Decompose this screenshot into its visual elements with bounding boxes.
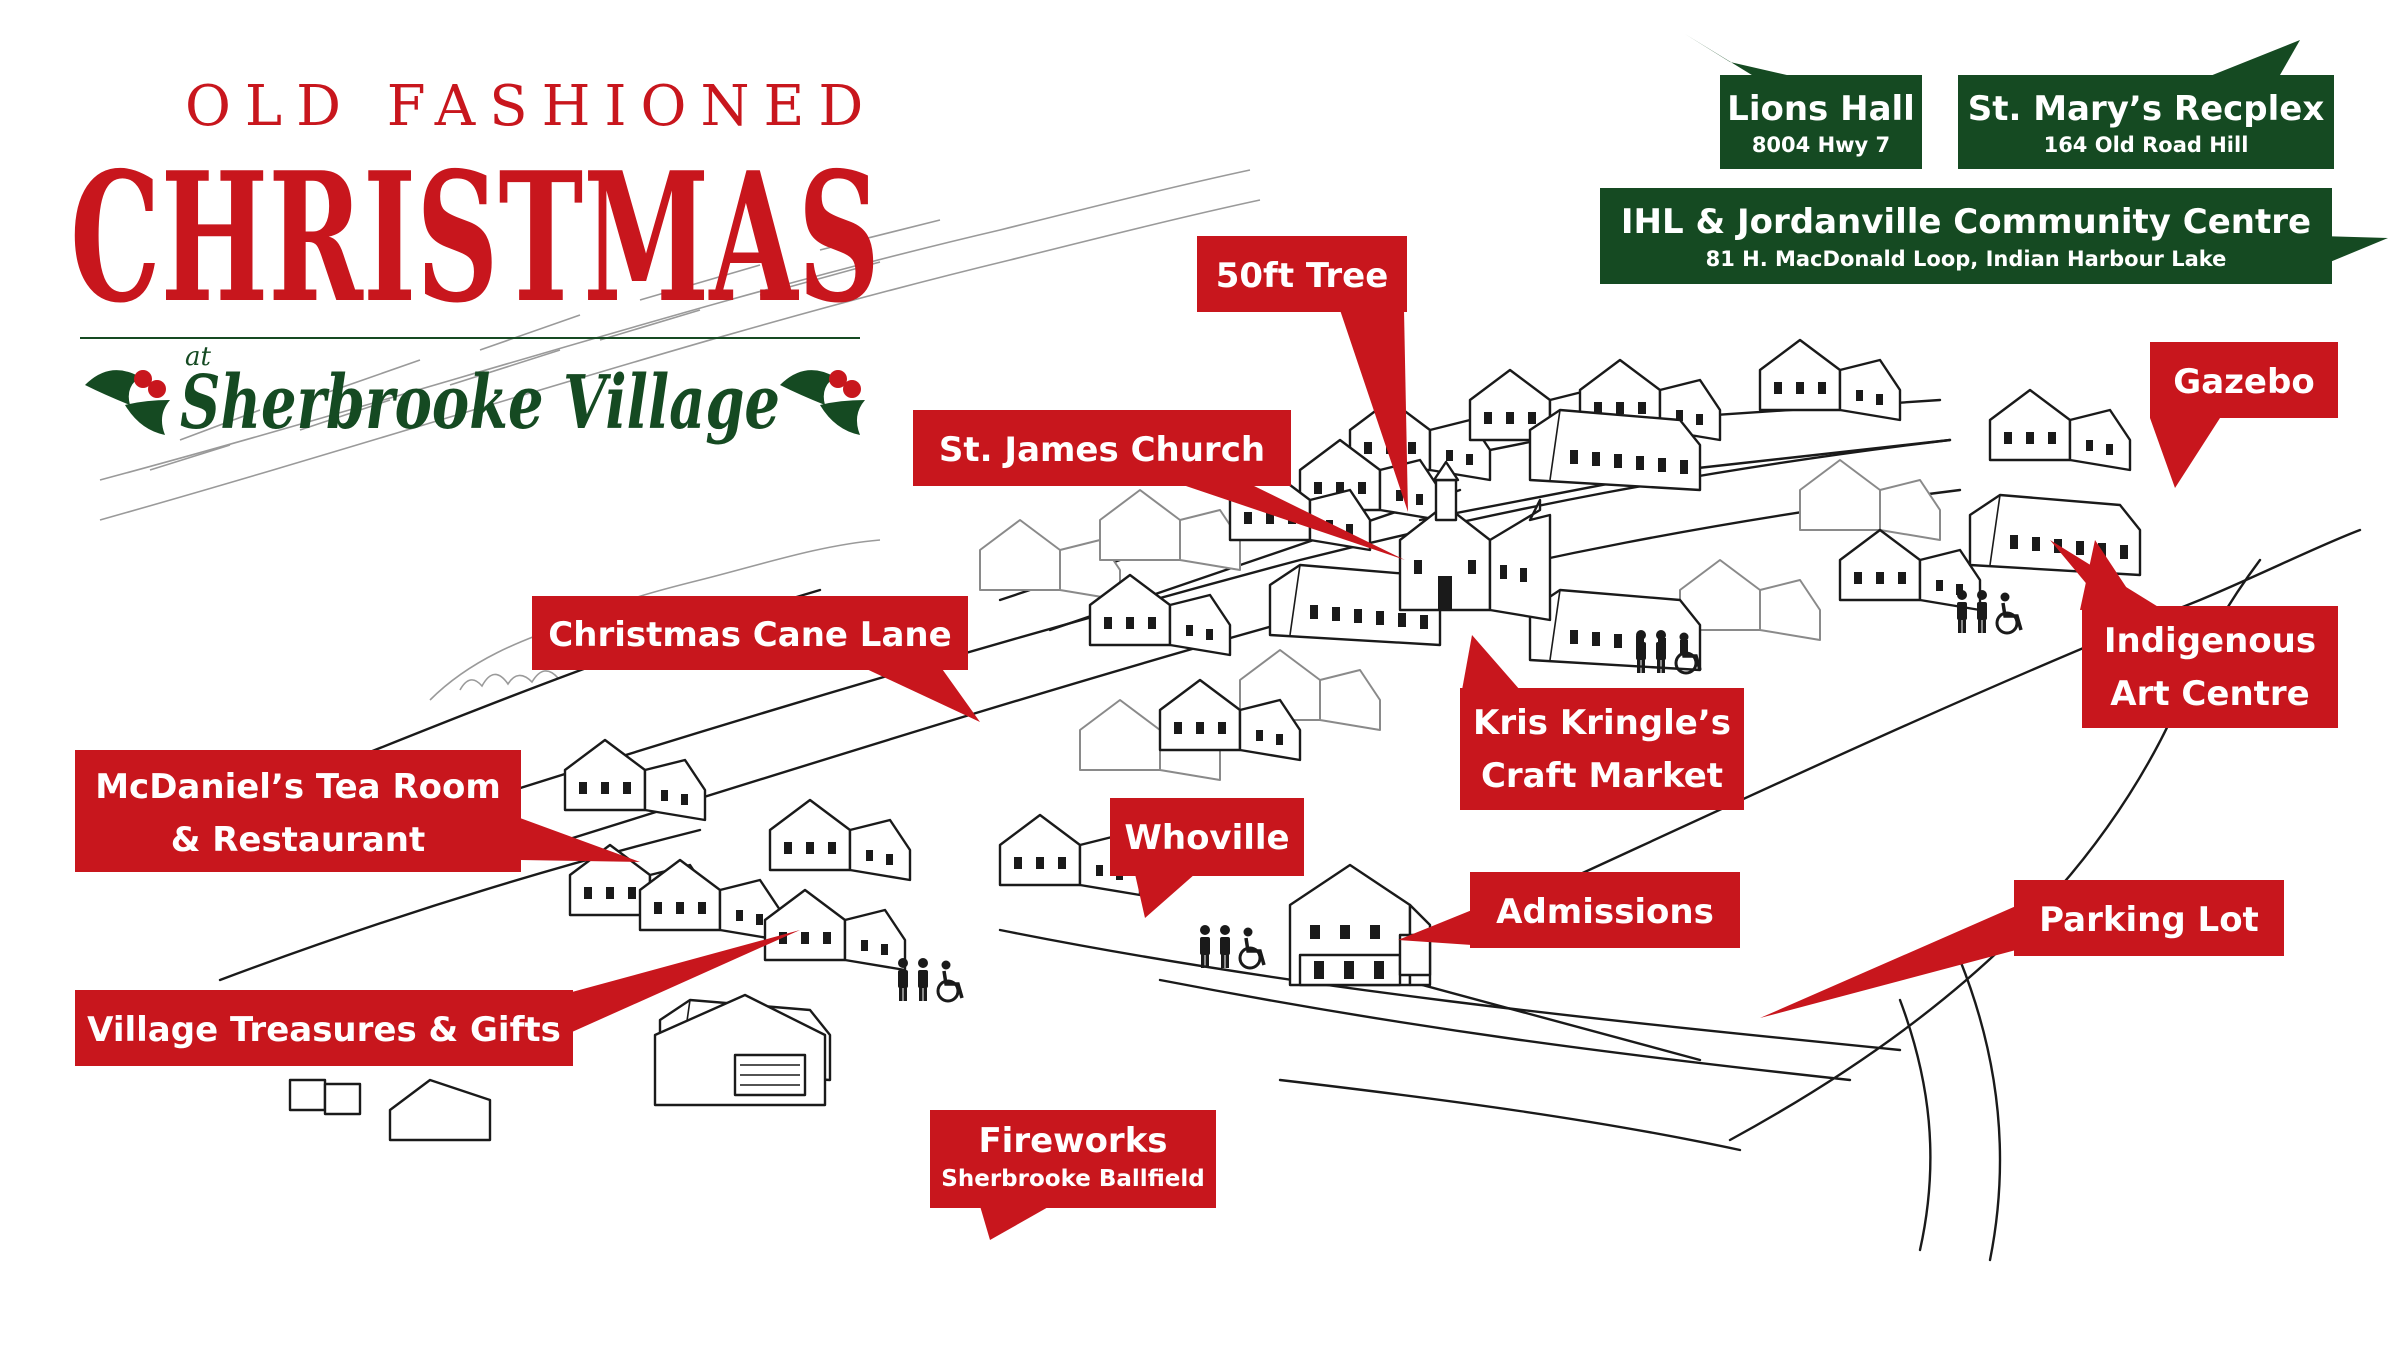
venue-ihl-community-centre[interactable]: IHL & Jordanville Community Centre 81 H.…	[1600, 188, 2388, 284]
holly-icon	[85, 370, 170, 435]
venue-name: St. Mary’s Recplex	[1968, 89, 2325, 129]
venue-st-marys-recplex[interactable]: St. Mary’s Recplex 164 Old Road Hill	[1958, 40, 2334, 169]
event-title: OLD FASHIONED CHRISTMAS at Sherbrooke Vi…	[70, 74, 880, 446]
label-indigenous-art-centre[interactable]: Indigenous Art Centre	[2050, 540, 2338, 728]
label-text: Village Treasures & Gifts	[87, 1010, 561, 1050]
buildings	[288, 338, 2142, 1142]
label-50ft-tree[interactable]: 50ft Tree	[1197, 236, 1408, 512]
house-icon	[763, 888, 907, 972]
label-mcdaniels-tea-room[interactable]: McDaniel’s Tea Room & Restaurant	[75, 750, 640, 872]
restroom-icon	[1957, 590, 2023, 635]
label-text: Whoville	[1124, 818, 1289, 858]
label-fireworks[interactable]: Fireworks Sherbrooke Ballfield	[930, 1110, 1216, 1240]
shed-building	[288, 1078, 492, 1142]
venue-name: IHL & Jordanville Community Centre	[1621, 202, 2311, 242]
house-icon	[1988, 388, 2132, 472]
label-text: Christmas Cane Lane	[548, 615, 951, 655]
label-whoville[interactable]: Whoville	[1110, 798, 1304, 918]
label-st-james-church[interactable]: St. James Church	[913, 410, 1405, 560]
venue-address: 164 Old Road Hill	[2044, 133, 2249, 157]
title-at: at	[185, 342, 212, 372]
house-icon	[1799, 459, 1941, 541]
church-building	[1398, 460, 1552, 622]
house-icon	[768, 798, 912, 882]
label-text-line2: Craft Market	[1481, 756, 1723, 796]
label-gazebo[interactable]: Gazebo	[2150, 342, 2338, 488]
title-main: CHRISTMAS	[70, 133, 880, 342]
house-icon	[1758, 338, 1902, 422]
restroom-icon	[898, 958, 964, 1003]
label-christmas-cane-lane[interactable]: Christmas Cane Lane	[532, 596, 980, 722]
title-place: Sherbrooke Village	[180, 360, 780, 446]
restroom-icon	[1200, 925, 1266, 970]
label-text-line1: Indigenous	[2104, 621, 2316, 661]
label-text: Fireworks	[978, 1121, 1167, 1161]
holly-icon	[780, 370, 865, 435]
admissions-building	[1288, 863, 1432, 987]
venue-name: Lions Hall	[1727, 89, 1915, 129]
label-kris-kringles-craft-market[interactable]: Kris Kringle’s Craft Market	[1460, 635, 1744, 810]
location-labels: 50ft Tree St. James Church Gazebo Christ…	[75, 236, 2338, 1240]
label-subtext: Sherbrooke Ballfield	[941, 1166, 1204, 1192]
venue-address: 8004 Hwy 7	[1752, 133, 1890, 157]
label-text-line2: & Restaurant	[171, 820, 426, 860]
label-admissions[interactable]: Admissions	[1398, 872, 1740, 948]
offsite-venues: Lions Hall 8004 Hwy 7 St. Mary’s Recplex…	[1600, 34, 2388, 284]
house-icon	[1528, 408, 1702, 492]
venue-lions-hall[interactable]: Lions Hall 8004 Hwy 7	[1685, 34, 1922, 169]
label-parking-lot[interactable]: Parking Lot	[1760, 880, 2284, 1018]
venue-address: 81 H. MacDonald Loop, Indian Harbour Lak…	[1706, 247, 2227, 271]
label-text-line2: Art Centre	[2110, 674, 2309, 714]
label-text-line1: McDaniel’s Tea Room	[95, 767, 501, 807]
label-text: Admissions	[1496, 892, 1714, 932]
label-text: 50ft Tree	[1216, 256, 1389, 296]
label-text: St. James Church	[939, 430, 1265, 470]
barn-building	[653, 993, 827, 1107]
label-village-treasures-gifts[interactable]: Village Treasures & Gifts	[75, 930, 800, 1066]
kris-kringle-building	[1528, 588, 1702, 672]
title-top: OLD FASHIONED	[185, 74, 877, 139]
label-text-line1: Kris Kringle’s	[1473, 703, 1731, 743]
label-text: Parking Lot	[2039, 900, 2259, 940]
indigenous-art-building	[1968, 493, 2142, 577]
label-text: Gazebo	[2173, 362, 2314, 402]
house-icon	[1099, 489, 1241, 571]
